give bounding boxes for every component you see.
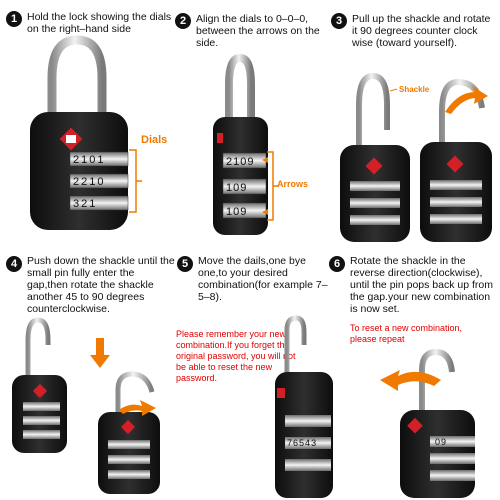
step-3-number: 3 xyxy=(331,13,347,29)
lock-2-digits-row-1: 2109 xyxy=(226,156,254,168)
lock-3b-dial xyxy=(430,214,482,224)
lock-4a xyxy=(12,317,67,453)
tsa-logo-icon xyxy=(365,157,383,175)
lock-5-dial-2 xyxy=(285,437,331,449)
arrows-bracket xyxy=(267,151,278,221)
step-5-text: Move the dails,one bye one,to your desir… xyxy=(198,255,328,303)
lock-2-digits-row-2: 109 xyxy=(226,182,246,194)
step-6-text: Rotate the shackle in the reverse direct… xyxy=(350,255,494,315)
lock-1-dial-3 xyxy=(69,195,129,211)
step-5-number: 5 xyxy=(177,256,193,272)
shackle-pointer xyxy=(389,88,398,92)
lock-1 xyxy=(30,35,129,230)
step-6-number: 6 xyxy=(329,256,345,272)
step-3-text: Pull up the shackle and rotate it 90 deg… xyxy=(352,13,491,49)
tsa-logo-icon xyxy=(446,155,464,173)
tsa-logo-icon xyxy=(32,383,48,399)
tsa-logo-icon xyxy=(217,133,223,143)
lock-6 xyxy=(400,348,475,498)
tsa-logo-icon xyxy=(407,417,423,434)
tsa-logo-icon xyxy=(277,388,285,398)
lock-1-dial-2 xyxy=(69,173,129,189)
lock-3a xyxy=(340,72,410,242)
rotate-arrow-icon xyxy=(119,400,156,416)
step-2-number: 2 xyxy=(175,13,191,29)
tsa-logo-icon xyxy=(120,419,136,435)
dials-bracket xyxy=(129,149,142,213)
lock-4a-shackle xyxy=(25,317,51,383)
shackle-label: Shackle xyxy=(399,85,430,94)
step-4-text: Push down the shackle until the small pi… xyxy=(27,255,175,315)
lock-2 xyxy=(213,53,268,235)
lock-5-dial-1 xyxy=(285,415,331,427)
remember-note: Please remember your new combination.If … xyxy=(176,329,296,383)
lock-3a-dial xyxy=(350,215,400,225)
lock-6-dial-1 xyxy=(430,436,475,447)
lock-6-digits: 09 xyxy=(435,437,446,447)
step-1-text: Hold the lock showing the dials on the r… xyxy=(27,11,172,35)
step-1-number: 1 xyxy=(6,11,22,27)
lock-1-body xyxy=(30,112,128,230)
lock-5-digits: 76543 xyxy=(287,438,316,448)
step-2-text: Align the dials to 0–0–0, between the ar… xyxy=(196,13,320,49)
lock-5-dial-3 xyxy=(285,459,331,471)
arrow-marker-icon xyxy=(262,209,268,215)
lock-6-dial-2 xyxy=(430,453,475,464)
reset-note: To reset a new combination, please repea… xyxy=(350,323,463,344)
lock-2-shackle xyxy=(225,53,255,125)
lock-5-shackle xyxy=(284,315,307,380)
lock-2-digits-row-3: 109 xyxy=(226,206,246,218)
down-arrow-icon xyxy=(90,338,110,368)
arrows-label: Arrows xyxy=(277,179,309,189)
lock-3a-dial xyxy=(350,198,400,208)
lock-3b-dial xyxy=(430,180,482,190)
arrow-marker-icon xyxy=(262,157,268,163)
lock-4b xyxy=(98,371,160,494)
dials-label: Dials xyxy=(141,134,168,146)
lock-2-dial-2 xyxy=(222,178,267,195)
lock-5 xyxy=(275,315,333,498)
lock-3b-dial xyxy=(430,197,482,207)
lock-1-dial-1 xyxy=(69,151,129,167)
lock-4b-shackle xyxy=(115,371,155,420)
lock-6-dial-3 xyxy=(430,470,475,481)
lock-3a-shackle xyxy=(356,72,390,160)
lock-3a-dial xyxy=(350,181,400,191)
lock-6-shackle xyxy=(419,348,455,418)
rotate-back-arrow-icon xyxy=(380,370,441,391)
step-4-number: 4 xyxy=(6,256,22,272)
rotate-arrow-icon xyxy=(445,86,488,114)
lock-1-shackle xyxy=(47,35,107,120)
